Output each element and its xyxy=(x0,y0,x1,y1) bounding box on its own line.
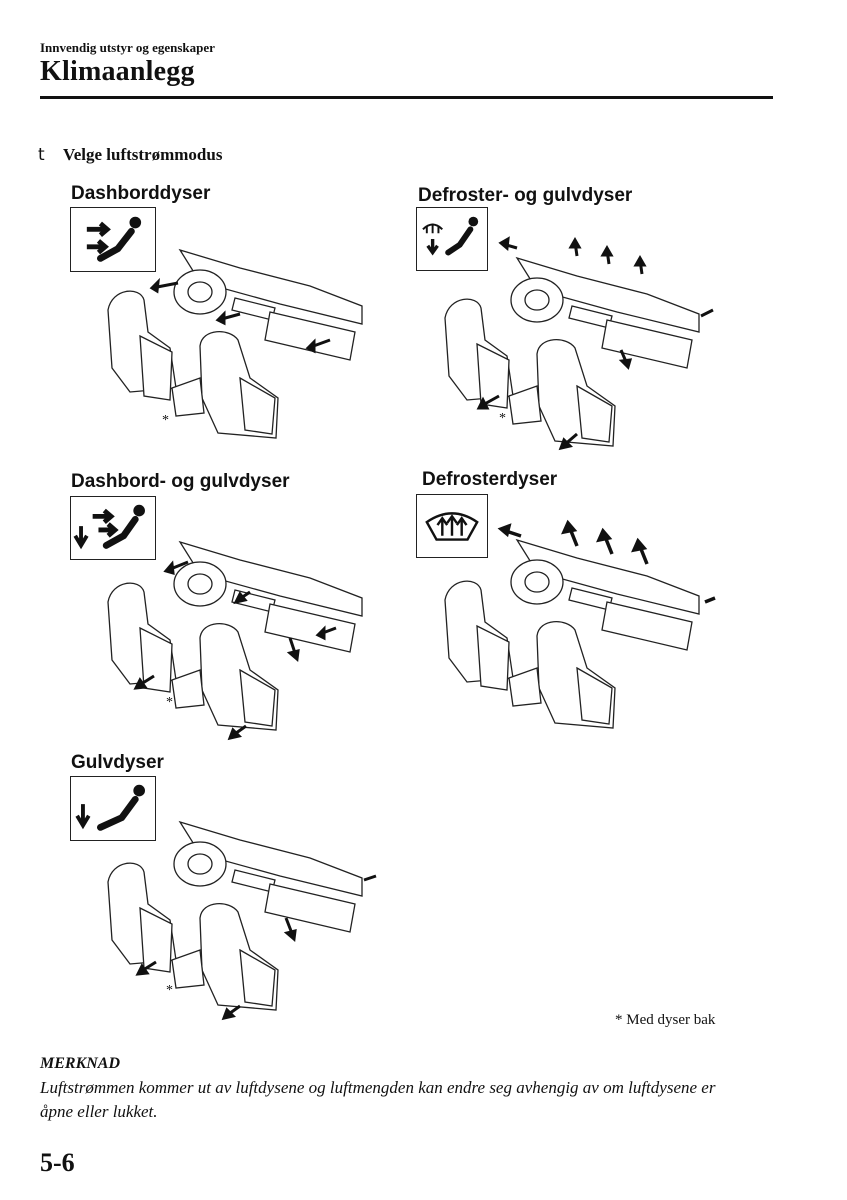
defrost-floor-icon xyxy=(416,207,488,271)
section-bullet: t xyxy=(38,145,45,165)
cabin-illustration-dashboard: * xyxy=(100,228,370,439)
cabin-illustration-defrost-floor: * xyxy=(437,236,717,458)
bi-level-icon xyxy=(70,496,156,560)
rear-vent-marker: * xyxy=(166,695,173,710)
rear-vent-marker: * xyxy=(166,983,173,998)
floor-vent-icon xyxy=(70,776,156,841)
mode-title-dashboard: Dashborddyser xyxy=(71,183,211,204)
face-vent-icon xyxy=(70,207,156,272)
rear-vent-marker: * xyxy=(499,411,506,426)
footnote: * Med dyser bak xyxy=(615,1012,716,1028)
cabin-illustration-dashboard-floor: * xyxy=(100,520,370,745)
cabin-illustration-floor: * xyxy=(100,800,380,1025)
note-body: Luftstrømmen kommer ut av luftdysene og … xyxy=(40,1078,716,1121)
mode-title-defrost: Defrosterdyser xyxy=(422,469,558,490)
rear-vent-marker: * xyxy=(162,413,169,428)
mode-title-defrost-floor: Defroster- og gulvdyser xyxy=(418,185,633,206)
windshield-defrost-icon xyxy=(416,494,488,558)
cabin-illustration-defrost xyxy=(437,518,722,753)
note-title: MERKNAD xyxy=(40,1055,121,1072)
mode-title-dashboard-floor: Dashbord- og gulvdyser xyxy=(71,471,290,492)
header-divider xyxy=(40,96,773,99)
page-number: 5-6 xyxy=(40,1148,75,1177)
chapter-subtitle: Innvendig utstyr og egenskaper xyxy=(40,40,215,55)
mode-title-floor: Gulvdyser xyxy=(71,752,164,773)
page-title: Klimaanlegg xyxy=(40,56,195,87)
section-title: Velge luftstrømmodus xyxy=(63,145,223,164)
